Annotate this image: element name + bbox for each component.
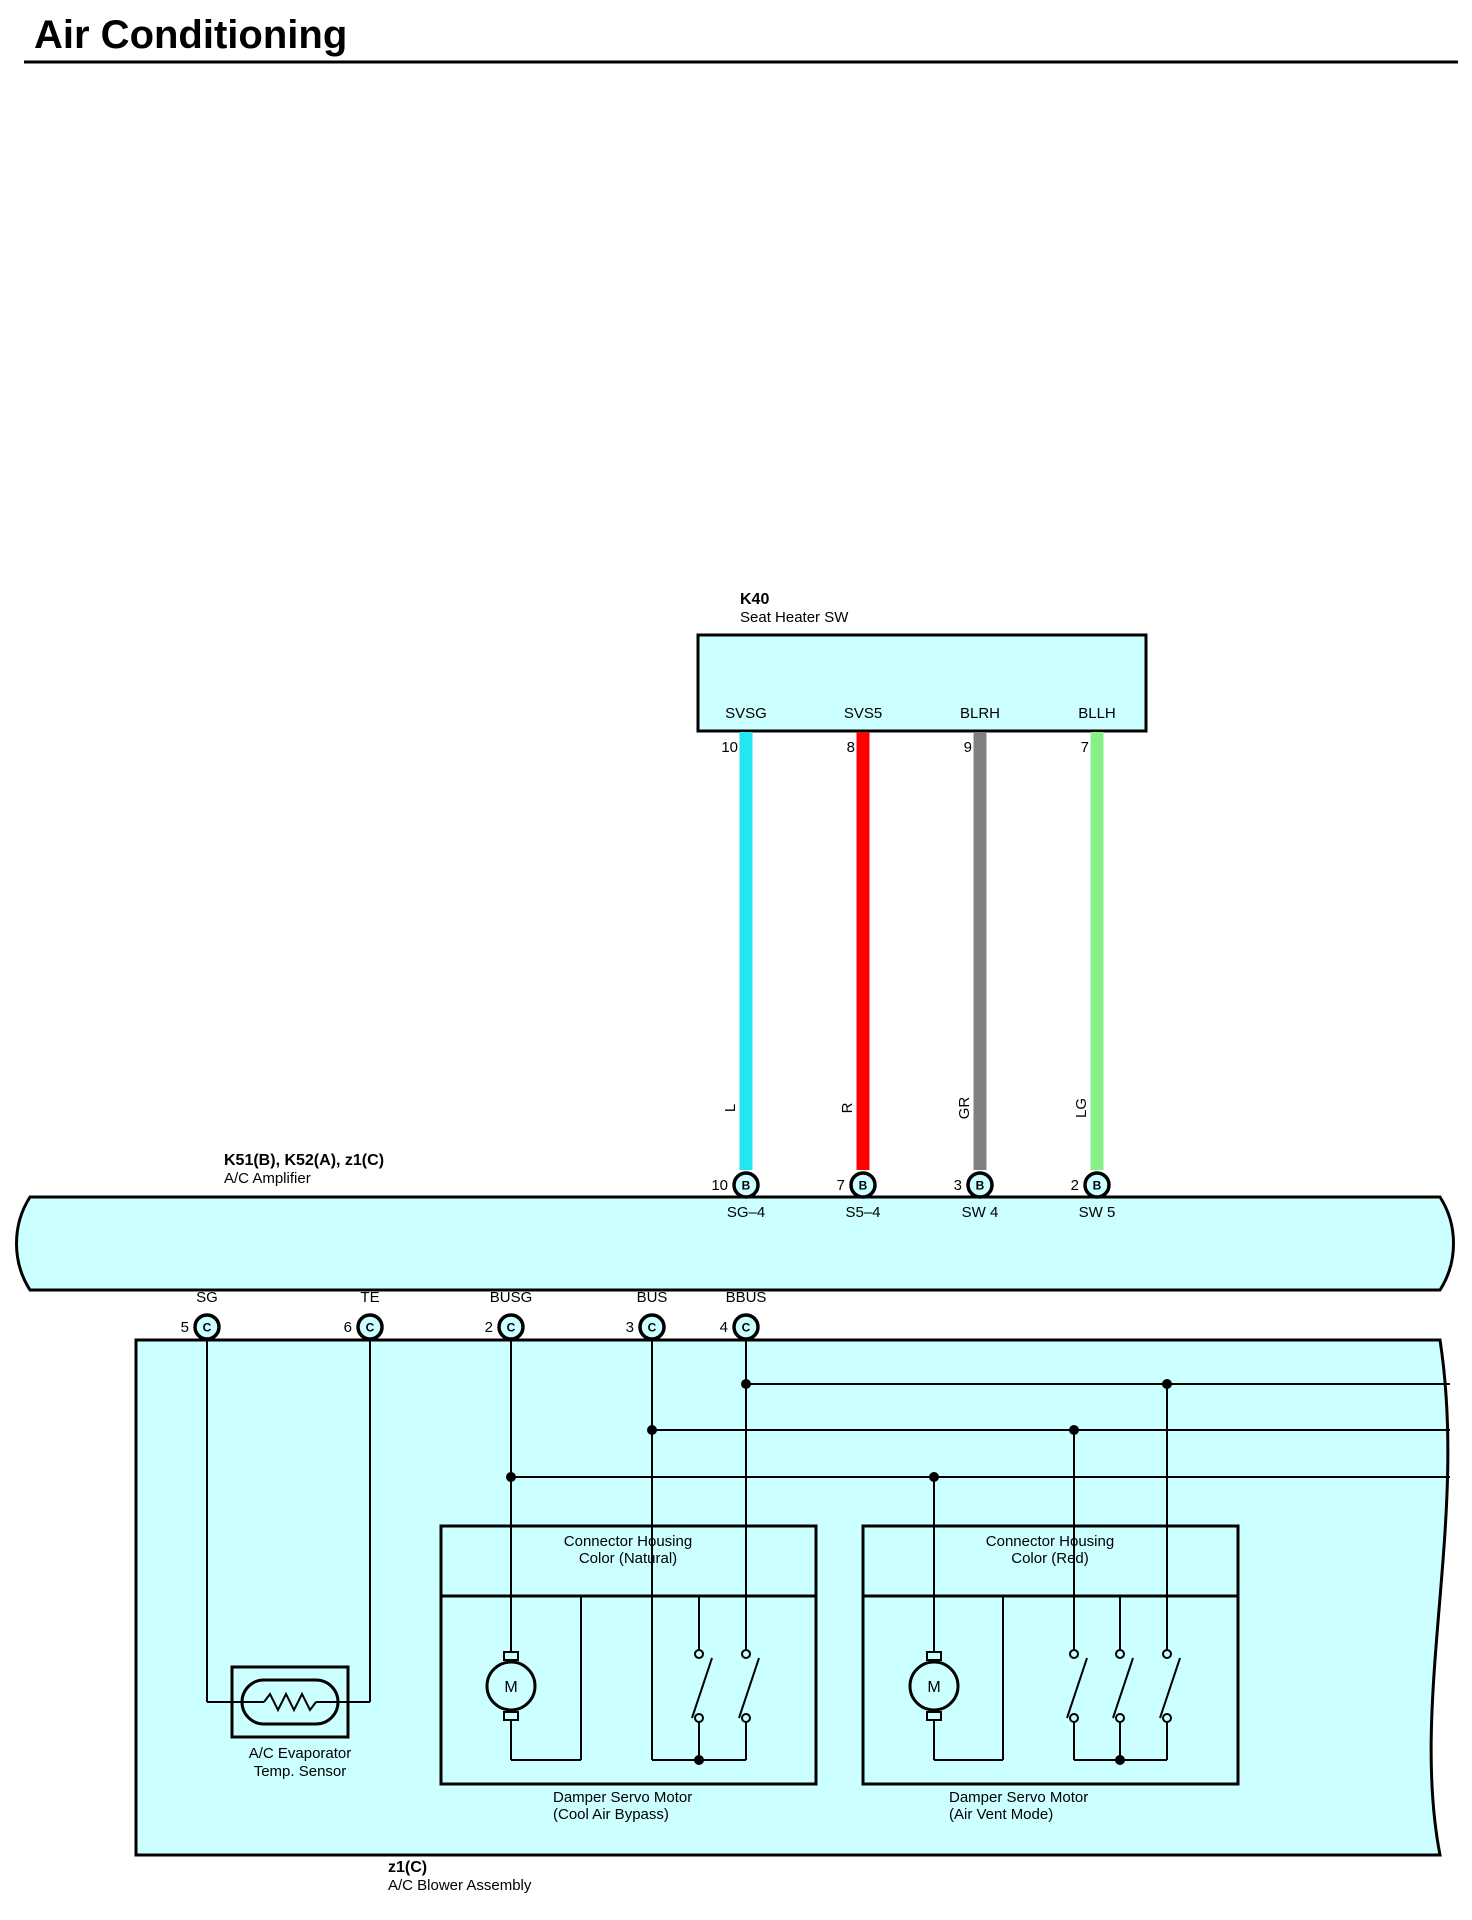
wire-code-r: R: [839, 1102, 856, 1113]
svg-text:B: B: [1093, 1179, 1102, 1193]
k40-pin-9: 9: [964, 739, 972, 756]
wire-code-l: L: [722, 1104, 739, 1112]
servo1-motor-label: M: [504, 1679, 517, 1696]
amp-label-busg: BUSG: [490, 1289, 533, 1306]
k40-terminal-bllh: BLLH: [1078, 705, 1116, 722]
svg-text:C: C: [648, 1321, 657, 1335]
internal-wiring: [206, 1340, 1450, 1703]
servo2-name-line1: Damper Servo Motor: [949, 1789, 1088, 1806]
servo1-housing-line1: Connector Housing: [564, 1533, 692, 1550]
servo1-housing-line2: Color (Natural): [579, 1550, 677, 1567]
amp-connector-c-5: C: [193, 1313, 221, 1341]
amp-label-sw5: SW 5: [1079, 1204, 1116, 1221]
k40-code: K40: [740, 591, 769, 608]
k40-pin-7: 7: [1081, 739, 1089, 756]
servo2-housing-line1: Connector Housing: [986, 1533, 1114, 1550]
servo1-junction: [694, 1755, 704, 1765]
servo2-motor-icon: [908, 1651, 960, 1721]
svg-text:C: C: [203, 1321, 212, 1335]
k40-box: [696, 633, 1148, 733]
amplifier-body: [15, 1195, 1455, 1292]
amplifier-code: K51(B), K52(A), z1(C): [224, 1152, 384, 1169]
amp-label-bbus: BBUS: [726, 1289, 767, 1306]
thermistor-icon: [230, 1665, 350, 1739]
blower-code: z1(C): [388, 1859, 427, 1876]
wire-code-gr: GR: [956, 1097, 973, 1120]
junction-dots: [506, 1379, 1172, 1482]
servo2-motor-label: M: [927, 1679, 940, 1696]
k40-pin-8: 8: [847, 739, 855, 756]
blower-name: A/C Blower Assembly: [388, 1877, 532, 1894]
amp-label-sg4: SG–4: [727, 1204, 765, 1221]
amp-pin-c6: 6: [344, 1319, 352, 1336]
amp-connector-c-6: C: [356, 1313, 384, 1341]
amp-pin-7: 7: [837, 1177, 845, 1194]
amp-label-sg: SG: [196, 1289, 218, 1306]
amp-connector-c-3: C: [638, 1313, 666, 1341]
servo1-switch-contacts: [694, 1649, 751, 1723]
amp-connector-c-4: C: [732, 1313, 760, 1341]
servo2-name-line2: (Air Vent Mode): [949, 1806, 1053, 1823]
amp-label-sw4: SW 4: [962, 1204, 999, 1221]
amp-label-te: TE: [360, 1289, 379, 1306]
amplifier-name: A/C Amplifier: [224, 1170, 311, 1187]
servo2-junction: [1115, 1755, 1125, 1765]
sensor-label-line1: A/C Evaporator: [249, 1745, 352, 1762]
svg-text:C: C: [507, 1321, 516, 1335]
servo2-housing-line2: Color (Red): [1011, 1550, 1089, 1567]
k40-pin-10: 10: [721, 739, 738, 756]
servo1-name-line1: Damper Servo Motor: [553, 1789, 692, 1806]
servo1-name-line2: (Cool Air Bypass): [553, 1806, 669, 1823]
amp-pin-c2: 2: [485, 1319, 493, 1336]
servo1-motor-icon: [485, 1651, 537, 1721]
amp-pin-c4: 4: [720, 1319, 728, 1336]
k40-name: Seat Heater SW: [740, 609, 849, 626]
svg-text:C: C: [742, 1321, 751, 1335]
svg-text:B: B: [742, 1179, 751, 1193]
k40-terminal-svs5: SVS5: [844, 705, 882, 722]
amp-label-bus: BUS: [637, 1289, 668, 1306]
amp-connector-b-2: B: [1083, 1171, 1111, 1199]
amp-connector-c-2: C: [497, 1313, 525, 1341]
svg-text:B: B: [859, 1179, 868, 1193]
amp-pin-c5: 5: [181, 1319, 189, 1336]
k40-terminal-blrh: BLRH: [960, 705, 1000, 722]
servo2-box: [861, 1524, 1240, 1786]
amp-pin-2: 2: [1071, 1177, 1079, 1194]
sensor-label-line2: Temp. Sensor: [254, 1763, 347, 1780]
amp-label-s54: S5–4: [845, 1204, 880, 1221]
page-title: Air Conditioning: [34, 13, 347, 57]
amp-pin-3: 3: [954, 1177, 962, 1194]
amp-connector-b-7: B: [849, 1171, 877, 1199]
amp-pin-10: 10: [711, 1177, 728, 1194]
k40-terminal-svsg: SVSG: [725, 705, 767, 722]
amp-connector-b-3: B: [966, 1171, 994, 1199]
amp-pin-c3: 3: [626, 1319, 634, 1336]
svg-text:B: B: [976, 1179, 985, 1193]
svg-text:C: C: [366, 1321, 375, 1335]
wire-code-lg: LG: [1073, 1098, 1090, 1118]
amp-connector-b-10: B: [732, 1171, 760, 1199]
servo2-switch-contacts: [1069, 1649, 1172, 1723]
